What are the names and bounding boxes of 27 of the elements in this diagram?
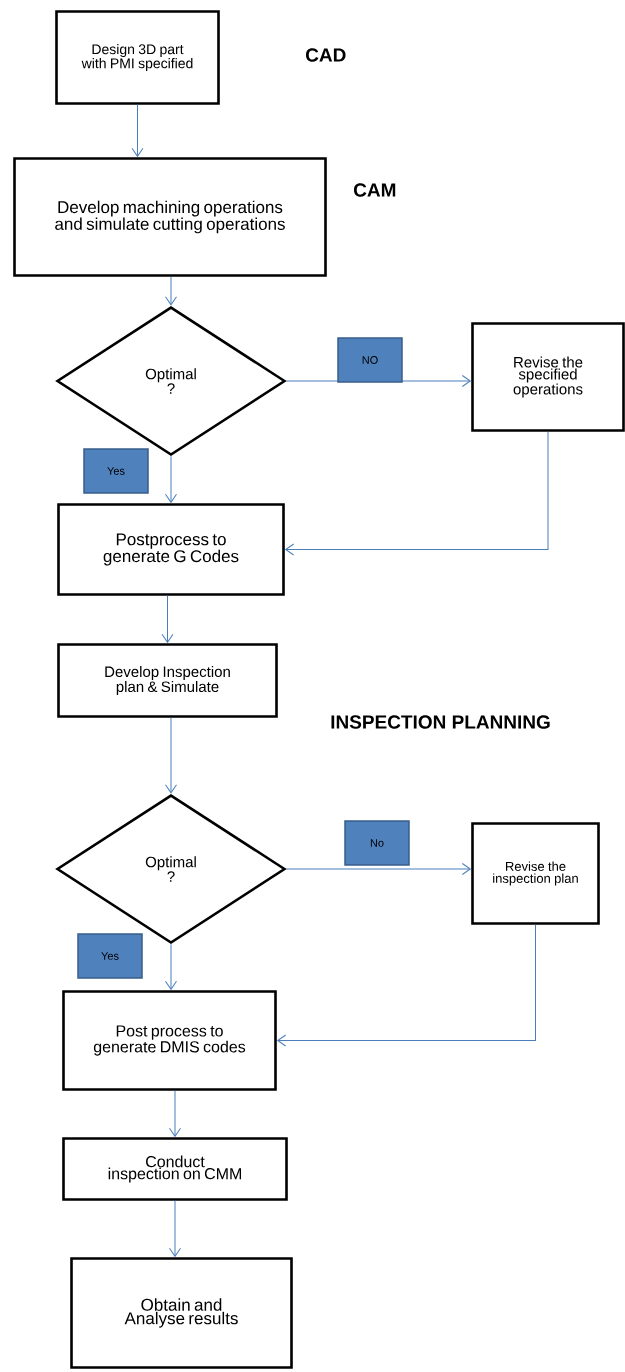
process-box: Revise the specified operations <box>471 322 625 432</box>
arrow <box>277 924 536 1047</box>
arrow <box>165 717 177 794</box>
edge-label: Yes <box>77 933 143 979</box>
phase-label: CAD <box>306 48 346 62</box>
edge-label: NO <box>337 337 403 383</box>
arrow <box>165 455 177 503</box>
process-box: Postprocess to generate G Codes <box>57 503 285 596</box>
process-box: Develop machining operations and simulate cutting operations <box>13 157 327 277</box>
arrow <box>165 943 177 990</box>
process-box: Obtain and Analyse results <box>70 1257 293 1369</box>
edge-label: Yes <box>83 448 149 494</box>
process-box: Design 3D part with PMI specified <box>55 10 220 105</box>
phase-label: CAM <box>354 183 396 197</box>
arrow <box>285 431 549 556</box>
phase-label: INSPECTION PLANNING <box>331 715 550 729</box>
arrow <box>165 276 177 306</box>
process-box: Develop Inspection plan & Simulate <box>57 643 278 718</box>
edge-label: No <box>344 820 410 866</box>
arrow <box>285 863 471 875</box>
arrow <box>169 1200 181 1257</box>
process-box: Revise the inspection plan <box>471 822 600 925</box>
arrow <box>169 1090 181 1137</box>
arrow <box>161 595 174 643</box>
arrow <box>131 104 144 157</box>
process-box: Conduct inspection on CMM <box>62 1137 288 1201</box>
process-box: Post process to generate DMIS codes <box>62 990 277 1091</box>
